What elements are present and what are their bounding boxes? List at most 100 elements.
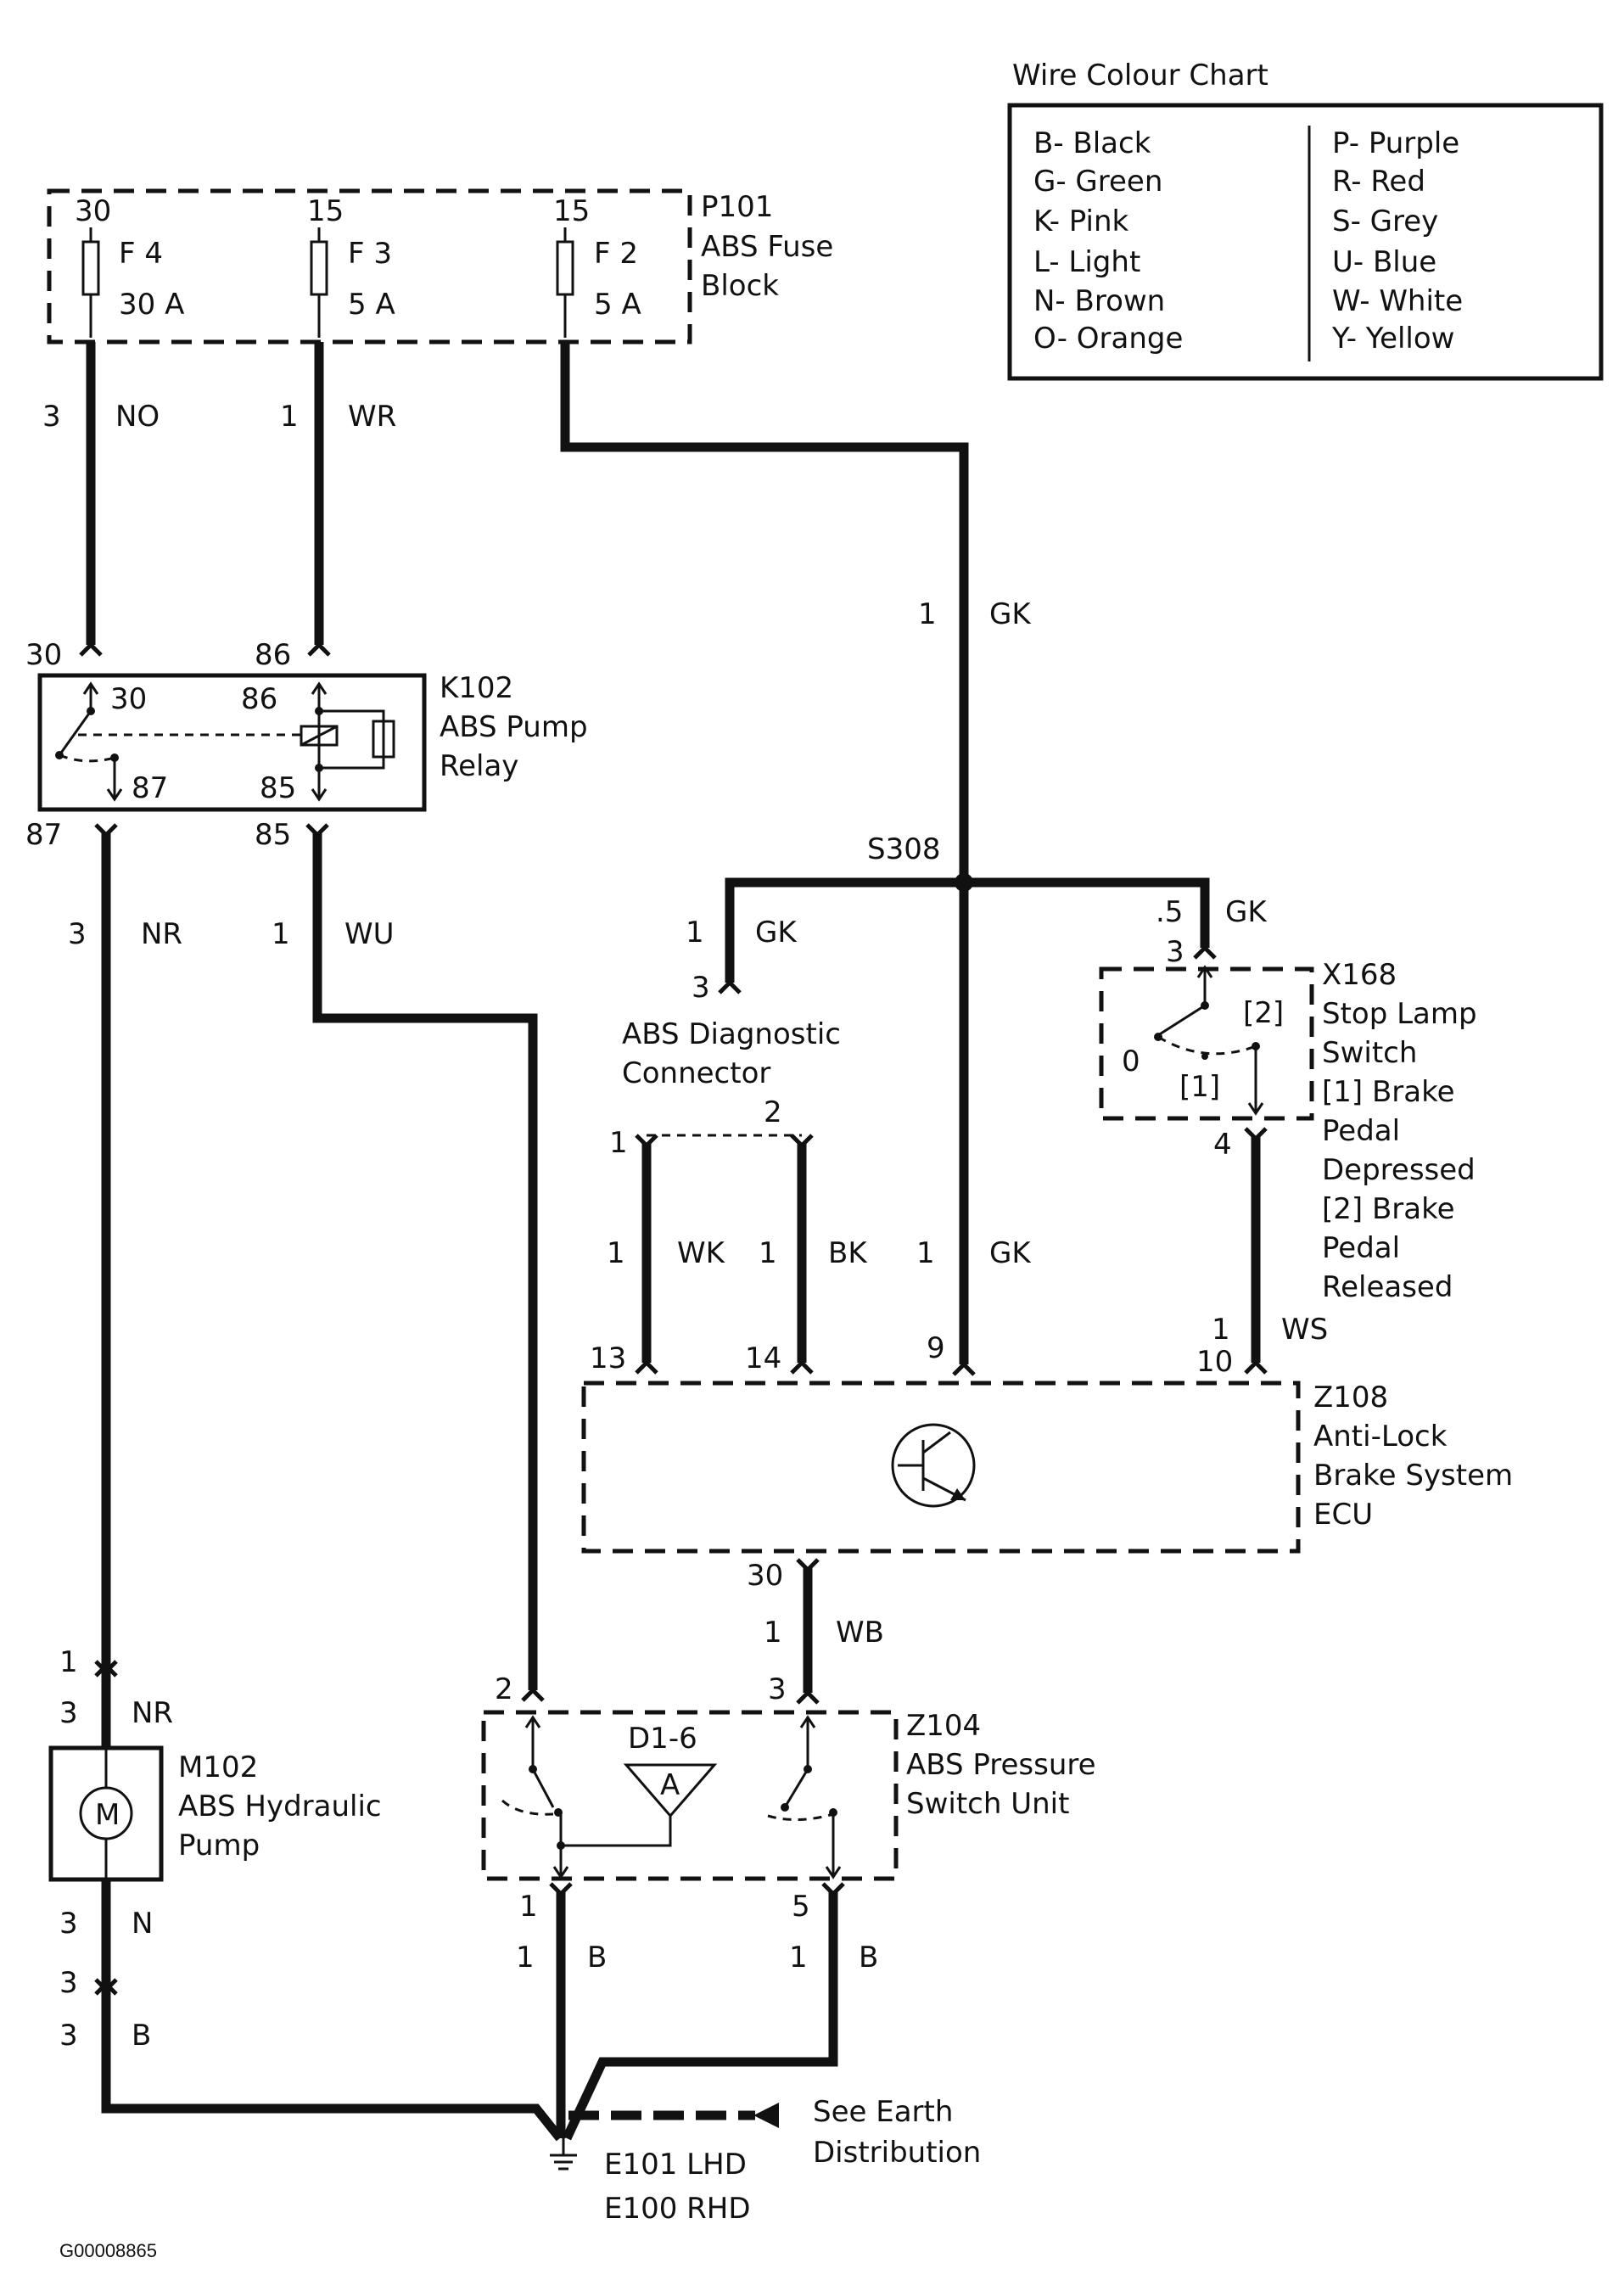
fuse-f2-name: F 2	[594, 237, 638, 271]
wire-gk-main	[560, 342, 969, 882]
ecu-pin-14: 14	[745, 1342, 781, 1375]
stop-lamp-name-4: Pedal	[1322, 1114, 1400, 1148]
wire-no-colour: NO	[115, 400, 160, 434]
wire-wk-colour: WK	[677, 1236, 726, 1270]
relay-id: K102	[440, 671, 513, 705]
fuse-f3-rating: 5 A	[348, 288, 395, 322]
stop-lamp-name-2: Switch	[1322, 1036, 1417, 1070]
wire-nr-pump-colour: NR	[132, 1696, 173, 1730]
stop-lamp-pos-2: [2]	[1243, 996, 1284, 1030]
diag-pin-1: 1	[609, 1126, 628, 1160]
fuse-f3-terminal: 15	[307, 194, 344, 228]
relay-top-pin-30: 30	[25, 638, 62, 672]
relay-outline	[37, 673, 427, 812]
wires	[86, 342, 1261, 2142]
fuse-block-id: P101	[701, 190, 773, 224]
ps-name-1: ABS Pressure	[906, 1748, 1096, 1782]
wire-bk-size: 1	[759, 1236, 777, 1270]
ps-id: Z104	[906, 1709, 981, 1743]
chart-left-3: L- Light	[1033, 245, 1140, 279]
stop-lamp-name-1: Stop Lamp	[1322, 997, 1477, 1031]
diag-pin-2: 2	[764, 1095, 782, 1129]
ps-left-arm	[531, 1768, 555, 1808]
wire-no-size: 3	[42, 400, 61, 434]
splice-s308: S308	[867, 832, 973, 892]
wire-bk-colour: BK	[828, 1236, 868, 1270]
chart-title: Wire Colour Chart	[1012, 59, 1268, 92]
stop-lamp-pin-3: 3	[1166, 935, 1184, 969]
wire-wu-size: 1	[272, 917, 290, 951]
ps-name-2: Switch Unit	[906, 1787, 1069, 1821]
relay-inner-87: 87	[132, 771, 168, 805]
fuse-f4-rating: 30 A	[119, 288, 184, 322]
wire-gk-stop-size: .5	[1156, 895, 1183, 929]
ecu-name-3: ECU	[1313, 1498, 1373, 1532]
wire-gk-diag-size: 1	[686, 916, 704, 949]
wire-b-pump-colour: B	[132, 2019, 151, 2053]
wire-gk-ecu-colour: GK	[989, 1236, 1032, 1270]
chart-right-2: S- Grey	[1332, 204, 1438, 238]
stop-lamp-pos-0: 0	[1122, 1045, 1140, 1078]
see-earth-2: Distribution	[813, 2136, 981, 2170]
fuse-f4-name: F 4	[119, 237, 163, 271]
wire-gk-stop-colour: GK	[1225, 895, 1268, 929]
ecu-pin-30: 30	[747, 1559, 783, 1593]
wire-gk-diag-colour: GK	[755, 916, 798, 949]
diode-letter: A	[660, 1768, 680, 1802]
earth-point: E101 LHD E100 RHD See Earth Distribution	[550, 2095, 981, 2226]
ps-pin-1: 1	[519, 1890, 538, 1924]
ecu-pin-13: 13	[590, 1342, 626, 1375]
see-earth-1: See Earth	[813, 2095, 953, 2129]
earth-rhd: E100 RHD	[604, 2192, 751, 2226]
ecu-pin-10: 10	[1196, 1345, 1233, 1379]
wire-wu-colour: WU	[344, 917, 395, 951]
relay-bottom-pin-87: 87	[25, 818, 62, 852]
fuse-f4-symbol	[81, 240, 100, 296]
splice-dot	[955, 873, 973, 892]
chart-right-1: R- Red	[1332, 165, 1425, 199]
transistor-icon	[891, 1423, 976, 1508]
wire-nr-top-size: 3	[68, 917, 87, 951]
pump-lower-connector-pin: 3	[59, 1966, 78, 2000]
wire-nr-top-colour: NR	[141, 917, 182, 951]
stop-lamp-name-8: Released	[1322, 1270, 1453, 1304]
chart-right-5: Y- Yellow	[1331, 322, 1454, 356]
relay-coil	[300, 725, 339, 747]
relay-name-2: Relay	[440, 749, 518, 783]
pressure-switch-outline	[481, 1710, 899, 1881]
wire-b-ps1-size: 1	[516, 1941, 535, 1975]
relay-bottom-pin-85: 85	[255, 818, 291, 852]
ps-right-arm	[783, 1768, 809, 1808]
diag-name-2: Connector	[622, 1056, 770, 1090]
relay-name-1: ABS Pump	[440, 710, 588, 744]
fuse-block-name-1: ABS Fuse	[701, 230, 833, 264]
relay-switch-arm	[58, 710, 92, 756]
ps-pin-5: 5	[792, 1890, 810, 1924]
ecu-name-1: Anti-Lock	[1313, 1420, 1448, 1454]
pump-name-1: ABS Hydraulic	[178, 1790, 382, 1823]
fuse-block: 30 15 15 F 4 30 A F 3 5 A F 2 5 A P101 A…	[47, 188, 833, 344]
ps-pin-2: 2	[495, 1672, 513, 1706]
chart-left-1: G- Green	[1033, 165, 1162, 199]
wire-b-ps1-colour: B	[587, 1941, 607, 1975]
stop-lamp-name-3: [1] Brake	[1322, 1075, 1455, 1109]
pump-connector-pin: 1	[59, 1645, 78, 1679]
relay-top-pin-86: 86	[255, 638, 291, 672]
splice-id: S308	[867, 832, 940, 866]
chart-border	[1007, 103, 1604, 381]
wire-wb-size: 1	[764, 1616, 782, 1650]
diode-label: D1-6	[628, 1722, 697, 1756]
ecu-pin-9: 9	[927, 1331, 945, 1365]
wire-b-ps5-size: 1	[789, 1941, 808, 1975]
wire-gk-stop	[964, 877, 1210, 948]
wire-wu	[312, 833, 538, 1690]
stop-lamp-pin-4: 4	[1213, 1128, 1232, 1162]
chart-right-3: U- Blue	[1332, 245, 1436, 279]
wire-n-size: 3	[59, 1907, 78, 1941]
wire-b-ps5-colour: B	[859, 1941, 878, 1975]
ps-pin-3: 3	[768, 1672, 787, 1706]
wire-b-pump-size: 3	[59, 2019, 78, 2053]
earth-lhd: E101 LHD	[604, 2148, 747, 2182]
stop-lamp-arm	[1157, 1004, 1206, 1037]
